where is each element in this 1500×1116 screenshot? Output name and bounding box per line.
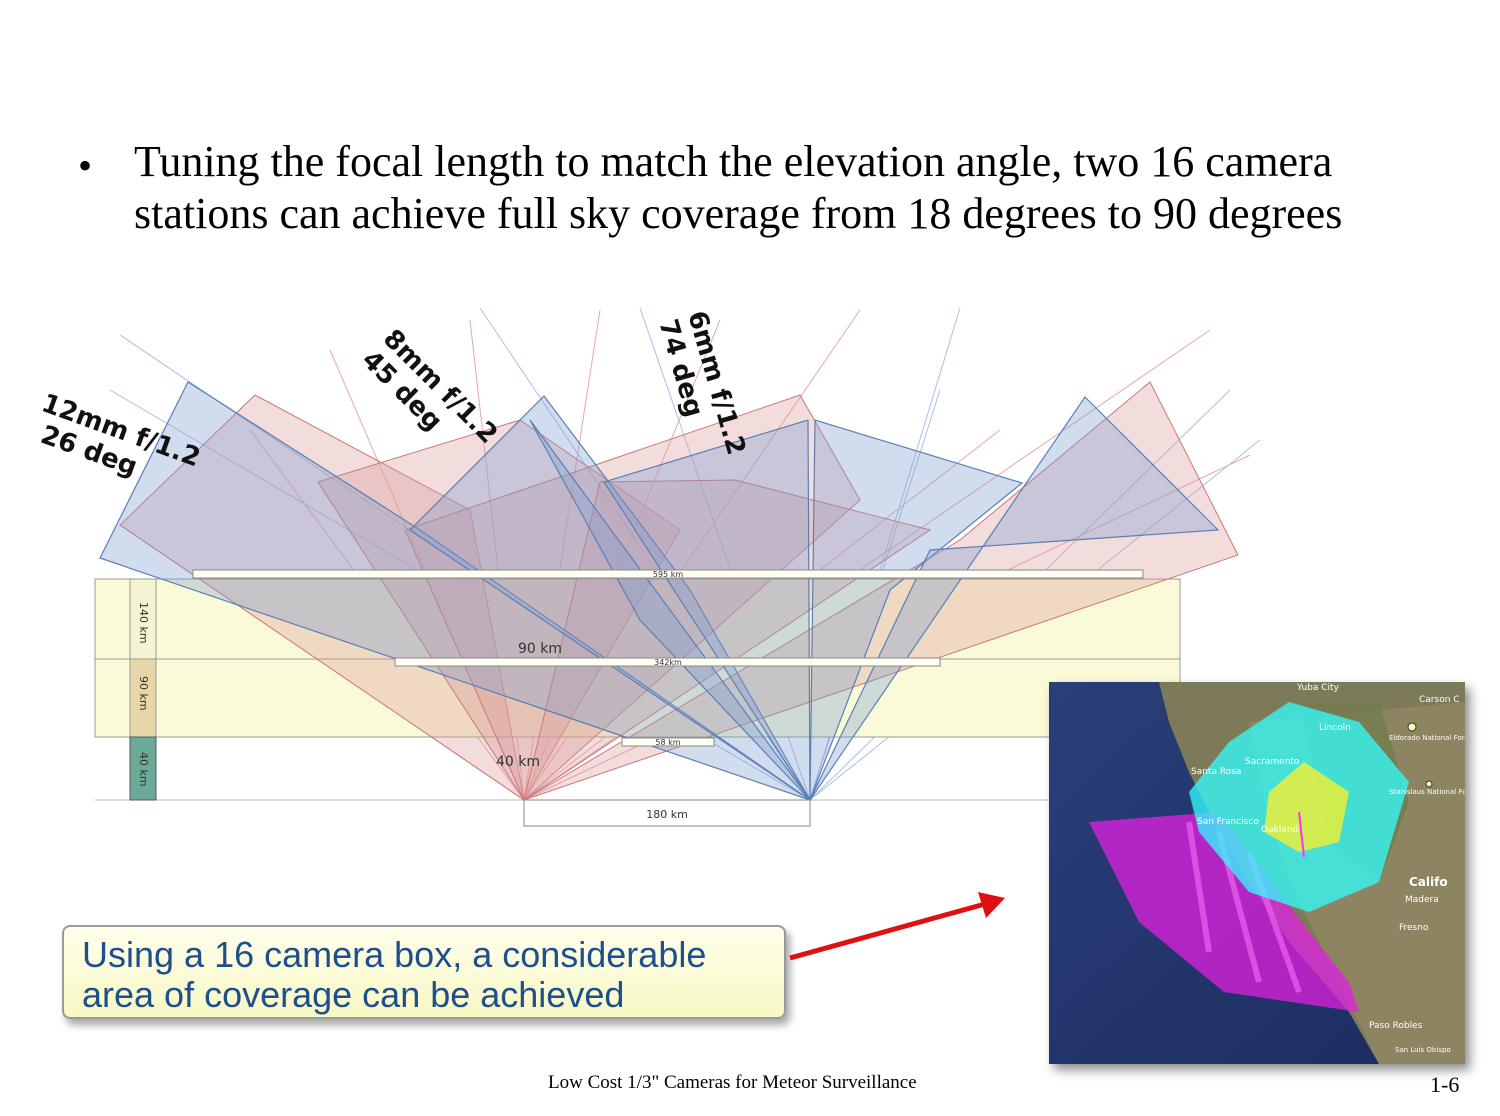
map-label-slo: San Luis Obispo	[1395, 1046, 1451, 1054]
bullet-dot: •	[78, 143, 93, 188]
label-90km: 90 km	[518, 641, 562, 657]
map-label-paso: Paso Robles	[1369, 1021, 1423, 1031]
callout-box: Using a 16 camera box, a considerable ar…	[62, 925, 786, 1019]
baseline-bar	[523, 799, 811, 827]
label-180km: 180 km	[646, 808, 688, 821]
label-342km: 342km	[654, 658, 682, 667]
label-595km: 595 km	[653, 570, 683, 579]
scale-middle	[129, 658, 157, 738]
map-label-santa-rosa: Santa Rosa	[1191, 767, 1241, 777]
scale-label-40: 40 km	[137, 752, 150, 787]
coverage-map: Yuba City Carson C Lincoln Sacramento Sa…	[1049, 682, 1465, 1064]
scale-label-140: 140 km	[137, 602, 150, 644]
map-label-eldorado: Eldorado National Forest	[1389, 734, 1465, 742]
map-label-yuba: Yuba City	[1296, 683, 1340, 693]
map-label-lincoln: Lincoln	[1319, 723, 1351, 733]
station-a-cones	[119, 381, 1239, 802]
bullet-point: • Tuning the focal length to match the e…	[78, 136, 1468, 240]
width-bar-342	[394, 657, 941, 667]
scale-top	[129, 578, 157, 660]
band-upper	[94, 578, 1181, 660]
width-bar-595	[192, 569, 1144, 579]
station-b-cones	[99, 381, 1220, 803]
coverage-diagram: 595 km 342km 58 km 90 km 40 km 180 km 14…	[37, 308, 1261, 827]
map-label-stanislaus: Stanislaus National Forest	[1389, 788, 1465, 796]
scale-label-90: 90 km	[137, 676, 150, 711]
scale-bottom	[129, 736, 157, 801]
arrow-icon	[789, 892, 1005, 961]
map-label-san-francisco: San Francisco	[1197, 817, 1259, 827]
map-label-sacramento: Sacramento	[1245, 757, 1300, 767]
label-40km: 40 km	[496, 754, 540, 770]
bullet-text: Tuning the focal length to match the ele…	[134, 137, 1343, 238]
footer-title: Low Cost 1/3" Cameras for Meteor Surveil…	[548, 1072, 917, 1093]
map-label-fresno: Fresno	[1399, 923, 1429, 933]
map-label-madera: Madera	[1405, 895, 1439, 905]
map-label-califo: Califo	[1409, 875, 1448, 889]
map-label-oakland: Oakland	[1261, 825, 1298, 835]
map-label-carson: Carson C	[1419, 695, 1460, 705]
page-number: 1-6	[1430, 1072, 1460, 1097]
yellow-coverage	[1264, 762, 1349, 852]
width-bar-58	[621, 737, 715, 747]
magenta-coverage	[1089, 812, 1359, 1012]
label-58km: 58 km	[655, 738, 680, 747]
